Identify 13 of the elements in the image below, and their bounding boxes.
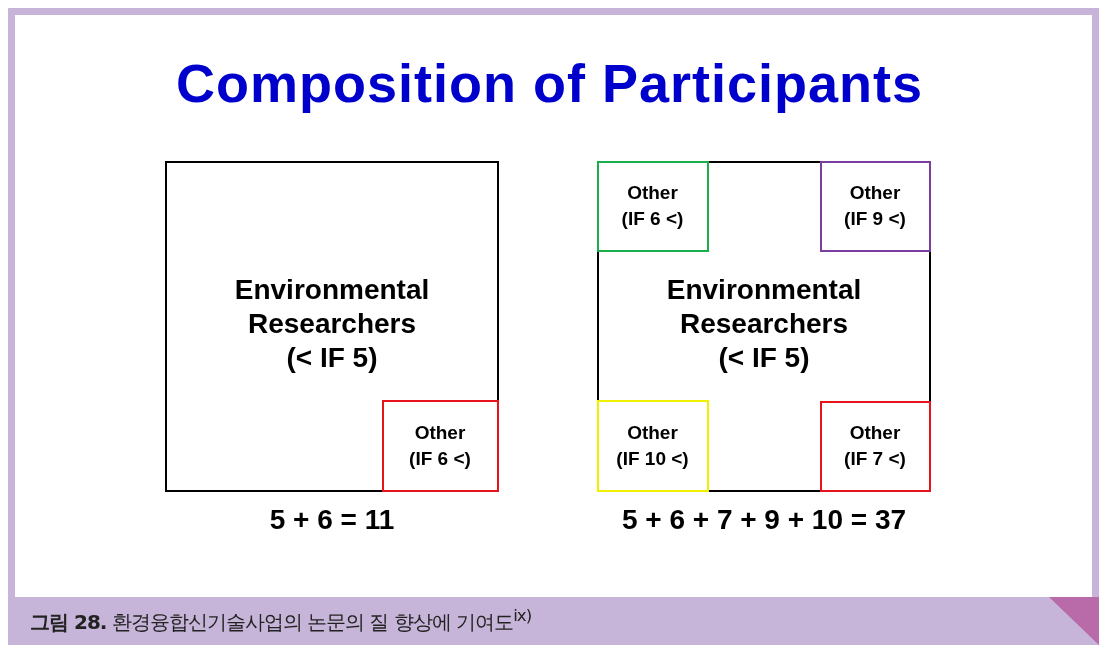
- corner-box: Other (IF 10 <): [596, 399, 709, 492]
- sum-equation: 5 + 6 + 7 + 9 + 10 = 37: [620, 504, 908, 536]
- sum-equation: 5 + 6 = 11: [268, 504, 396, 536]
- square-box: [597, 161, 931, 492]
- box-label: Environmental Researchers (< IF 5): [233, 273, 431, 375]
- corner-box: Other (IF 7 <): [819, 400, 931, 492]
- figure-caption: 그림 28. 환경융합신기술사업의 논문의 질 향상에 기여도$^{ix)}$: [30, 606, 532, 636]
- corner-box: Other (IF 6 <): [381, 399, 499, 492]
- square-box: [165, 161, 499, 492]
- corner-box: Other (IF 6 <): [596, 160, 709, 252]
- corner-box: Other (IF 9 <): [819, 160, 931, 252]
- box-label: Environmental Researchers (< IF 5): [665, 273, 863, 375]
- diagram-title: Composition of Participants: [174, 52, 924, 114]
